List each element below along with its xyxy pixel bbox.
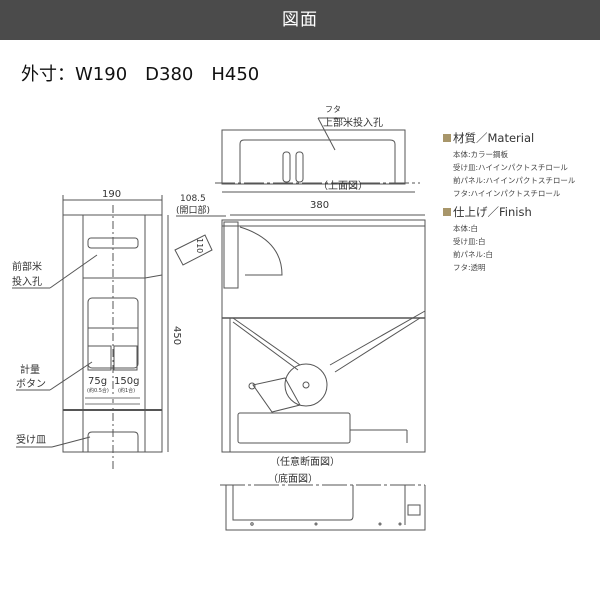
front-width-dim: 190: [102, 189, 121, 200]
legend-square-icon: [443, 134, 451, 142]
label-front-inlet-1: 前部米: [12, 260, 42, 273]
material-item: 本体:カラー鋼板: [453, 150, 509, 159]
outer-dimensions: 外寸：W190 D380 H450: [21, 64, 260, 85]
opening-label: (開口部): [176, 204, 210, 216]
front-height-dim: 450: [171, 326, 182, 345]
material-heading: 材質／Material: [443, 130, 575, 146]
leader-line: [317, 117, 336, 151]
bottom-caption: （底面図）: [268, 472, 318, 485]
label-lid: フタ: [325, 105, 341, 114]
material-item: 受け皿:ハイインパクトスチロール: [453, 163, 568, 172]
label-button-1: 計量: [20, 363, 40, 376]
section-outline: [221, 219, 426, 453]
material-title: 材質／Material: [453, 131, 535, 145]
button-150g[interactable]: [113, 345, 138, 371]
front-view: 190 450 75g 150g (約0.5合) (約1合) 前部米 投入孔 計…: [12, 189, 182, 470]
label-150g: 150g: [114, 376, 139, 387]
label-75g-sub: (約0.5合): [87, 387, 109, 394]
finish-item: フタ:透明: [453, 263, 486, 272]
tray-section: [237, 412, 351, 444]
label-front-inlet-2: 投入孔: [12, 275, 42, 288]
page-title: 図面: [282, 10, 318, 30]
section-view: 108.5 (開口部) 380 110: [174, 194, 426, 453]
slot: [295, 151, 304, 183]
finish-item: 本体:白: [453, 224, 479, 233]
top-view-outline: [221, 129, 406, 185]
material-item: フタ:ハイインパクトスチロール: [453, 189, 561, 198]
slot: [282, 151, 291, 183]
label-top-inlet: 上部米投入孔: [323, 116, 383, 129]
button-75g[interactable]: [87, 345, 112, 371]
finish-title: 仕上げ／Finish: [453, 205, 532, 219]
top-view-caption: （上面図）: [318, 180, 368, 192]
legend-square-icon: [443, 208, 451, 216]
header-bar: 図面: [0, 0, 600, 40]
depth-dim: 380: [310, 200, 329, 211]
bottom-outline: [225, 485, 426, 531]
label-150g-sub: (約1合): [118, 387, 135, 394]
open-lid: [174, 234, 213, 266]
finish-heading: 仕上げ／Finish: [443, 204, 575, 220]
section-caption: （任意断面図）: [270, 455, 340, 468]
label-75g: 75g: [88, 376, 107, 387]
legend: 材質／Material 本体:カラー鋼板 受け皿:ハイインパクトスチロール 前パ…: [443, 130, 575, 274]
angle-dim: 110: [195, 238, 204, 253]
top-view: フタ 上部米投入孔 （上面図）: [215, 105, 420, 193]
gear: [284, 363, 328, 407]
label-tray: 受け皿: [16, 434, 46, 446]
label-button-2: ボタン: [16, 378, 46, 390]
bottom-view: （底面図）: [220, 472, 426, 531]
opening-dim: 108.5: [180, 194, 206, 204]
material-item: 前パネル:ハイインパクトスチロール: [453, 176, 576, 185]
finish-item: 前パネル:白: [453, 250, 494, 259]
top-inlet-outline: [239, 139, 396, 183]
finish-item: 受け皿:白: [453, 237, 486, 246]
